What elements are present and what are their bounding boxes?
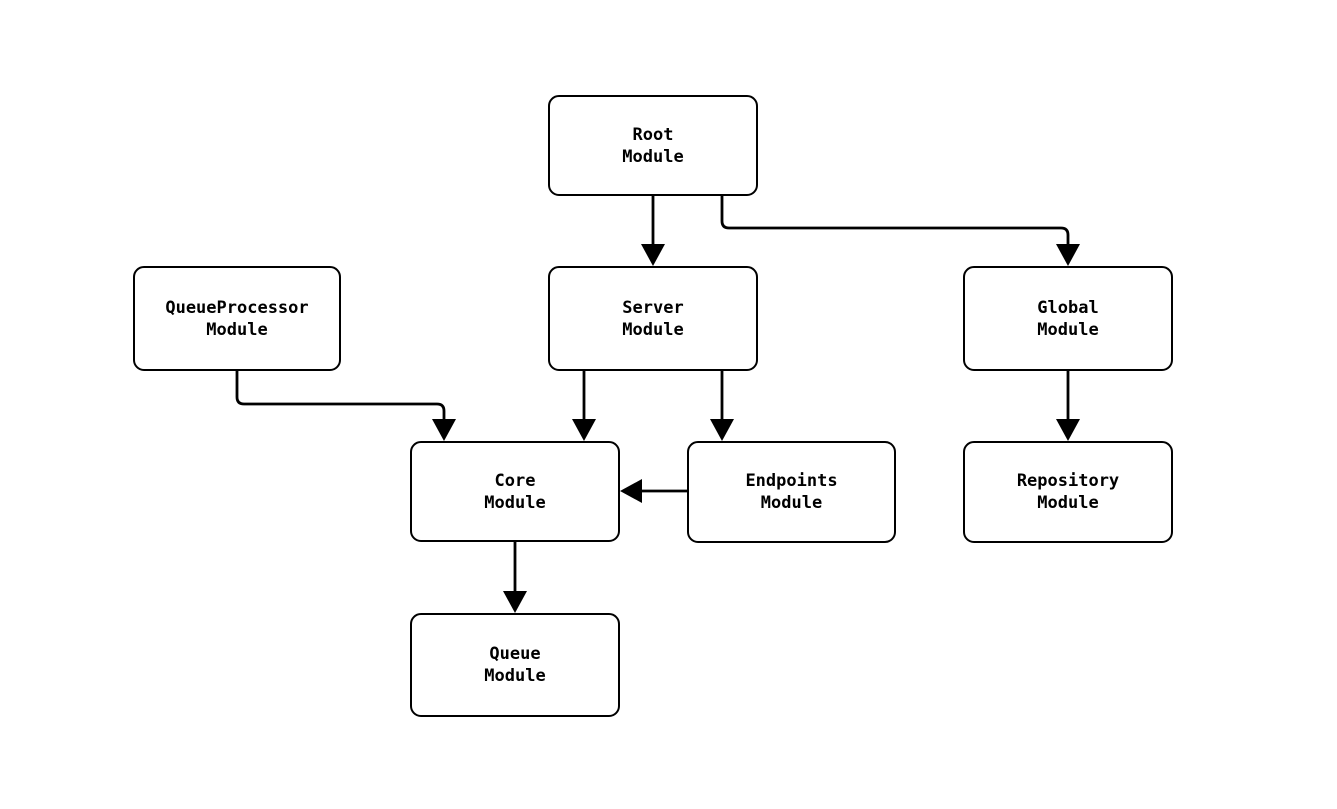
node-endpoints-module[interactable]: Endpoints Module — [687, 441, 896, 543]
node-endpoints-module-label: Endpoints Module — [745, 471, 838, 513]
node-queueprocessor-module[interactable]: QueueProcessor Module — [133, 266, 341, 371]
edge-core-to-queue — [503, 542, 527, 613]
node-queue-module-label: Queue Module — [484, 644, 546, 686]
edge-server-to-core — [572, 371, 596, 441]
edge-global-to-repository — [1056, 371, 1080, 441]
edge-server-to-endpoints — [710, 371, 734, 441]
edge-root-to-global — [720, 196, 1080, 266]
node-server-module[interactable]: Server Module — [548, 266, 758, 371]
node-root-module-label: Root Module — [622, 124, 684, 167]
node-queue-module[interactable]: Queue Module — [410, 613, 620, 717]
node-global-module[interactable]: Global Module — [963, 266, 1173, 371]
edge-endpoints-to-core — [620, 479, 687, 503]
node-repository-module-label: Repository Module — [1016, 471, 1120, 513]
edge-root-to-server — [641, 196, 665, 266]
node-queueprocessor-module-label: QueueProcessor Module — [165, 297, 309, 340]
edge-queueprocessor-to-core — [235, 371, 456, 441]
node-core-module-label: Core Module — [484, 470, 546, 513]
node-root-module[interactable]: Root Module — [548, 95, 758, 196]
node-core-module[interactable]: Core Module — [410, 441, 620, 542]
node-server-module-label: Server Module — [622, 297, 684, 340]
node-repository-module[interactable]: Repository Module — [963, 441, 1173, 543]
node-global-module-label: Global Module — [1037, 297, 1099, 340]
